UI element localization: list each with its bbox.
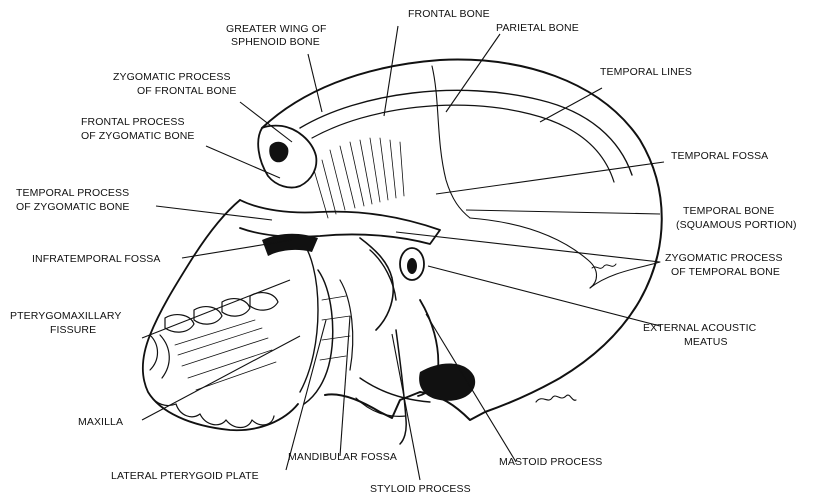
label-frontal-bone: FRONTAL BONE [408,8,490,20]
pterygoid-plate [304,270,333,404]
label-parietal-bone: PARIETAL BONE [496,22,579,34]
label-greater-wing-line1: GREATER WING OF [226,23,326,35]
label-zygomatic-process-frontal-line2: OF FRONTAL BONE [137,85,237,97]
label-lateral-pterygoid-plate: LATERAL PTERYGOID PLATE [111,470,259,482]
label-external-acoustic-line2: MEATUS [684,336,728,348]
maxilla-outline [143,200,298,430]
orbit-rim [258,126,316,188]
label-infratemporal-fossa: INFRATEMPORAL FOSSA [32,253,161,265]
label-temporal-bone-line1: TEMPORAL BONE [683,205,774,217]
label-maxilla: MAXILLA [78,416,123,428]
temporal-fossa-shading [314,138,404,218]
label-frontal-process-zygomatic-line2: OF ZYGOMATIC BONE [81,130,195,142]
label-temporal-lines: TEMPORAL LINES [600,66,692,78]
label-styloid-process: STYLOID PROCESS [370,483,471,495]
label-temporal-bone-line2: (SQUAMOUS PORTION) [676,219,797,231]
label-zygomatic-process-temporal-line1: ZYGOMATIC PROCESS [665,252,783,264]
infratemporal-fossa-shadow [262,234,318,256]
label-pterygomaxillary-line1: PTERYGOMAXILLARY [10,310,122,322]
label-temporal-process-zygomatic-line1: TEMPORAL PROCESS [16,187,129,199]
label-zygomatic-process-frontal-line1: ZYGOMATIC PROCESS [113,71,231,83]
styloid-process-shape [396,330,406,444]
label-temporal-process-zygomatic-line2: OF ZYGOMATIC BONE [16,201,130,213]
label-pterygomaxillary-line2: FISSURE [50,324,96,336]
teeth [150,293,278,428]
label-temporal-fossa: TEMPORAL FOSSA [671,150,768,162]
label-mandibular-fossa: MANDIBULAR FOSSA [288,451,397,463]
label-zygomatic-process-temporal-line2: OF TEMPORAL BONE [671,266,780,278]
label-external-acoustic-line1: EXTERNAL ACOUSTIC [643,322,757,334]
label-mastoid-process: MASTOID PROCESS [499,456,602,468]
label-greater-wing-line2: SPHENOID BONE [231,36,320,48]
label-frontal-process-zygomatic-line1: FRONTAL PROCESS [81,116,185,128]
